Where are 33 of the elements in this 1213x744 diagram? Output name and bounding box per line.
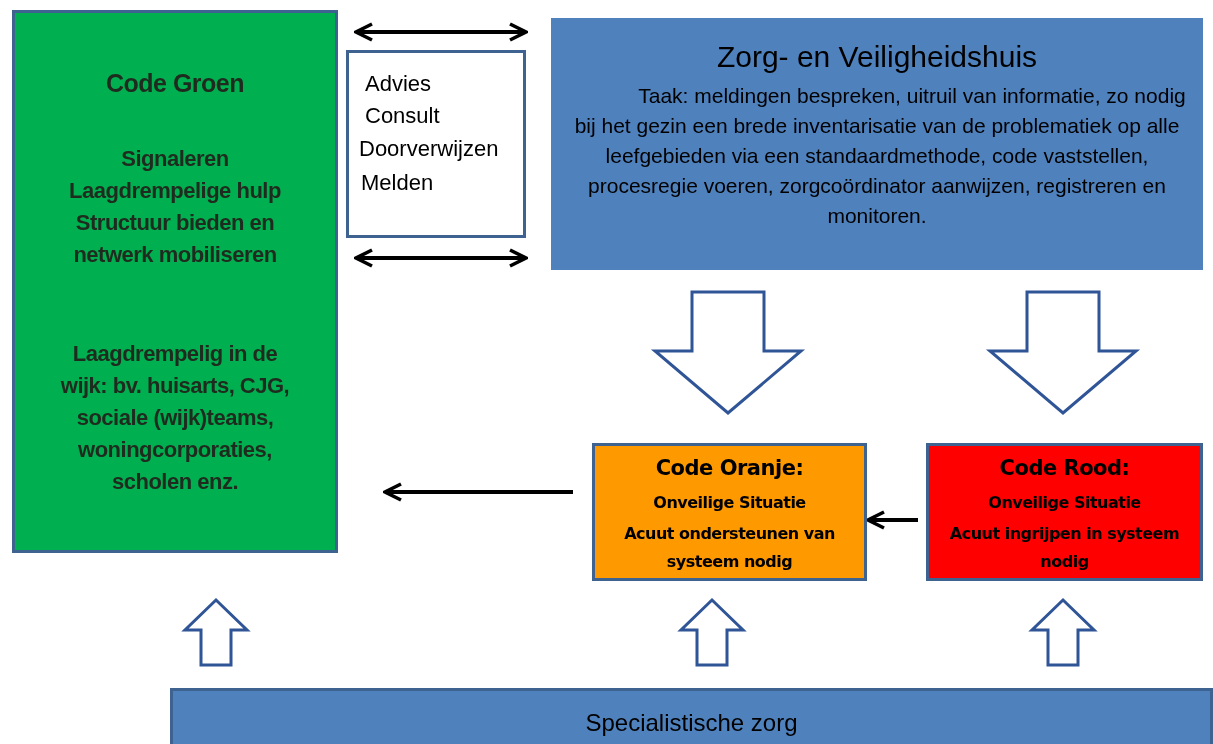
process-box xyxy=(592,443,867,581)
list-item: Consult xyxy=(365,102,441,130)
body-text: Laagdrempelig in de wijk: bv. huisarts, CJG, sociale (wijk)teams, woningcorporaties, scholen enz. xyxy=(59,340,291,496)
arrow xyxy=(866,510,918,530)
block-arrow xyxy=(1028,597,1098,667)
process-box xyxy=(346,50,526,238)
body-text: Acuut ingrijpen in systeem nodig xyxy=(948,523,1181,573)
body-text: Taak: meldingen bespreken, uitruil van informatie, zo nodig bij het gezin een brede inventarisatie van de problematiek op alle leefgebieden via een standaardmethode, code vaststellen, procesregie voeren, zorgcoördinator aanwijzen, registreren en monitoren. xyxy=(573,83,1186,229)
list-item: Advies xyxy=(365,70,433,98)
box-heading: Code Rood: xyxy=(998,455,1131,482)
block-arrow xyxy=(650,290,806,415)
process-box xyxy=(12,10,338,553)
subheading: Onveilige Situatie xyxy=(987,492,1142,514)
arrow xyxy=(354,22,528,42)
list-item: Structuur bieden en netwerk mobiliseren xyxy=(72,209,278,269)
box-heading: Code Oranje: xyxy=(654,455,805,482)
arrow xyxy=(354,248,528,268)
block-arrow xyxy=(677,597,747,667)
body-text: Acuut ondersteunen van systeem nodig xyxy=(623,523,836,573)
list-item: Doorverwijzen xyxy=(359,135,500,163)
box-heading: Zorg- en Veiligheidshuis xyxy=(715,39,1039,75)
box-label: Specialistische zorg xyxy=(584,708,799,738)
block-arrow xyxy=(181,597,251,667)
list-item: Melden xyxy=(361,169,435,197)
process-box xyxy=(926,443,1203,581)
block-arrow xyxy=(985,290,1141,415)
process-box xyxy=(170,688,1213,744)
process-box xyxy=(551,18,1203,270)
subheading: Onveilige Situatie xyxy=(652,492,807,514)
list-item: Signaleren xyxy=(120,145,230,173)
arrow xyxy=(383,482,573,502)
box-heading: Code Groen xyxy=(104,68,246,99)
list-item: Laagdrempelige hulp xyxy=(68,177,282,205)
